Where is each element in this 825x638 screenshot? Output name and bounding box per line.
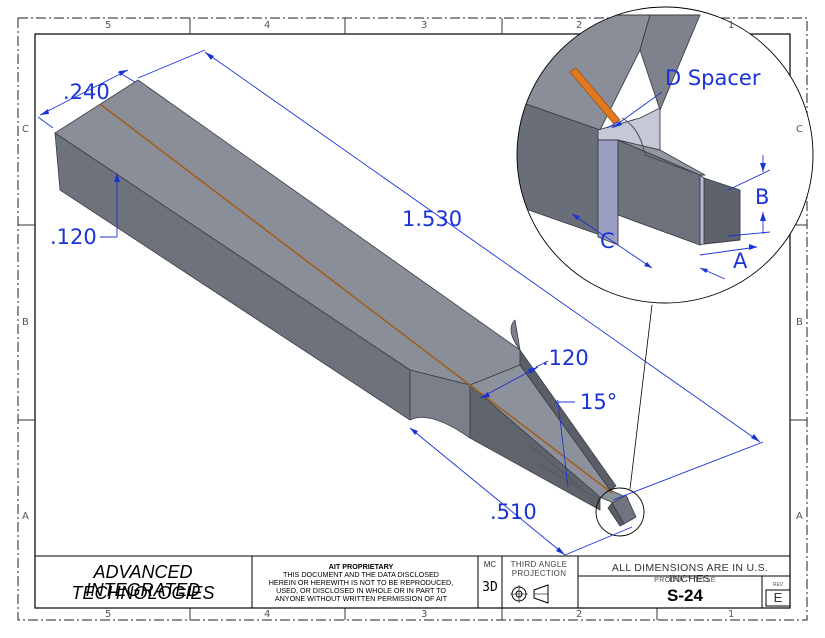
- company-name-line1: ADVANCED INTEGRATED: [85, 562, 201, 600]
- spacer-detail: [569, 67, 621, 125]
- zone-row-b-left: B: [22, 317, 29, 328]
- dim-angle-label: 15°: [580, 390, 618, 414]
- projection-line1: THIRD ANGLE: [510, 560, 568, 569]
- dim-taper-length-label: .510: [490, 500, 537, 524]
- zone-row-a-left: A: [22, 511, 29, 522]
- proprietary-line4: ANYONE WITHOUT WRITTEN PERMISSION OF AIT: [274, 594, 448, 603]
- zone-col-5-bottom: 5: [105, 609, 112, 620]
- zone-col-2-bottom: 2: [576, 609, 583, 620]
- detail-b-label: B: [755, 185, 770, 209]
- zone-col-3-bottom: 3: [421, 609, 428, 620]
- zone-row-a-right: A: [796, 511, 803, 522]
- proprietary-line3: USED, OR DISCLOSED IN WHOLE OR IN PART T…: [276, 586, 446, 595]
- proprietary-heading: AIT PROPRIETARY: [328, 562, 394, 571]
- mc-value: 3D: [482, 580, 498, 595]
- part-neck-front-face: [469, 384, 601, 511]
- zone-row-c-right: C: [796, 124, 803, 135]
- proprietary-line2: HEREIN OR HEREWITH IS NOT TO BE REPRODUC…: [268, 578, 454, 587]
- dim-neck-width-label: .120: [542, 346, 589, 370]
- dim-height-label: .120: [50, 225, 97, 249]
- zone-col-2-top: 2: [576, 20, 583, 31]
- zone-row-c-left: C: [22, 124, 29, 135]
- zone-col-1-bottom: 1: [728, 609, 735, 620]
- product-title: S-24: [667, 586, 703, 605]
- part-isometric-view: [54, 79, 637, 527]
- dimensions-note: ALL DIMENSIONS ARE IN U.S. INCHES: [611, 562, 769, 585]
- dimension-lines: [37, 49, 764, 556]
- dim-width-label: .240: [63, 80, 110, 104]
- company-name-line2: TECHNOLOGIES: [71, 583, 215, 603]
- dimension-arrows: [40, 52, 766, 555]
- zone-col-4-top: 4: [264, 20, 271, 31]
- dim-length-label: 1.530: [402, 207, 463, 231]
- proprietary-notice: AIT PROPRIETARY THIS DOCUMENT AND THE DA…: [255, 563, 467, 603]
- rev-label: REV: [772, 582, 784, 588]
- zone-col-1-top: 1: [728, 20, 735, 31]
- title-block: [34, 555, 791, 609]
- zone-col-3-top: 3: [421, 20, 428, 31]
- detail-spacer-label: D Spacer: [665, 66, 761, 90]
- company-name: ADVANCED INTEGRATED TECHNOLOGIES: [36, 563, 250, 605]
- detail-leader-line: [629, 304, 653, 490]
- projection-line2: PROJECTION: [511, 569, 567, 578]
- spacer-line: [99, 103, 613, 494]
- zone-col-5-top: 5: [105, 20, 112, 31]
- zone-row-b-right: B: [796, 317, 803, 328]
- detail-c-label: C: [600, 229, 615, 253]
- zone-col-4-bottom: 4: [264, 609, 271, 620]
- product-title-label: PRODUCT TITLE: [654, 577, 716, 584]
- projection-symbol-cone: [533, 584, 549, 604]
- detail-view: [516, 6, 814, 304]
- mc-label: MC: [483, 560, 497, 569]
- projection-label: THIRD ANGLE PROJECTION: [502, 560, 576, 578]
- proprietary-line1: THIS DOCUMENT AND THE DATA DISCLOSED: [282, 570, 439, 579]
- detail-callout-circle: [595, 487, 645, 537]
- detail-a-label: A: [733, 249, 748, 273]
- rev-value: E: [773, 590, 783, 605]
